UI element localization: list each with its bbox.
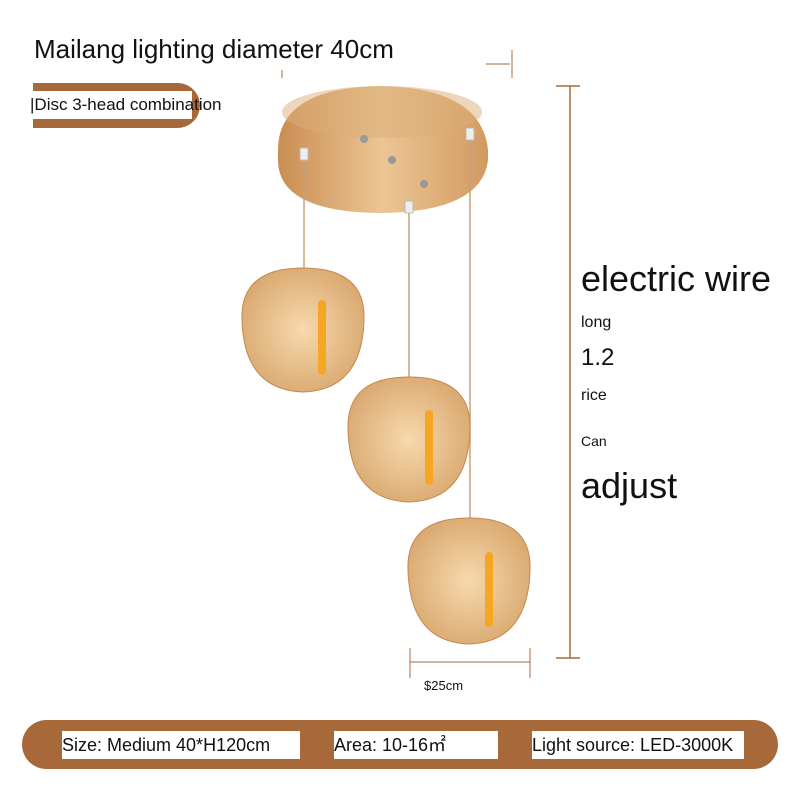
spec-light-source: Light source: LED-3000K	[532, 731, 744, 759]
shade-width-dimension-marker	[409, 648, 531, 678]
spec-area: Area: 10-16㎡	[334, 731, 498, 759]
wire-note-line3: 1.2	[581, 344, 615, 371]
wire-clip-3	[465, 127, 475, 141]
product-title: Mailang lighting diameter 40cm	[34, 34, 394, 64]
shade-diameter-label: $25cm	[424, 678, 464, 693]
wire-note-line2: long	[581, 314, 612, 331]
wire-note-line6: adjust	[581, 465, 678, 506]
spec-size: Size: Medium 40*H120cm	[62, 731, 300, 759]
pendant-shade-1	[241, 267, 365, 393]
pendant-shade-2	[347, 376, 471, 503]
ceiling-canopy	[278, 86, 488, 213]
wire-note-line4: rice	[581, 387, 607, 404]
height-dimension-marker	[556, 85, 580, 659]
pendant-shade-3	[407, 517, 531, 645]
subtitle: |Disc 3-head combination	[30, 95, 222, 114]
wire-clip-2	[404, 200, 414, 214]
wire-note-line5: Can	[581, 433, 607, 449]
wire-clip-1	[299, 147, 309, 161]
subtitle-box	[33, 91, 192, 119]
wire-note-line1: electric wire	[581, 258, 772, 299]
